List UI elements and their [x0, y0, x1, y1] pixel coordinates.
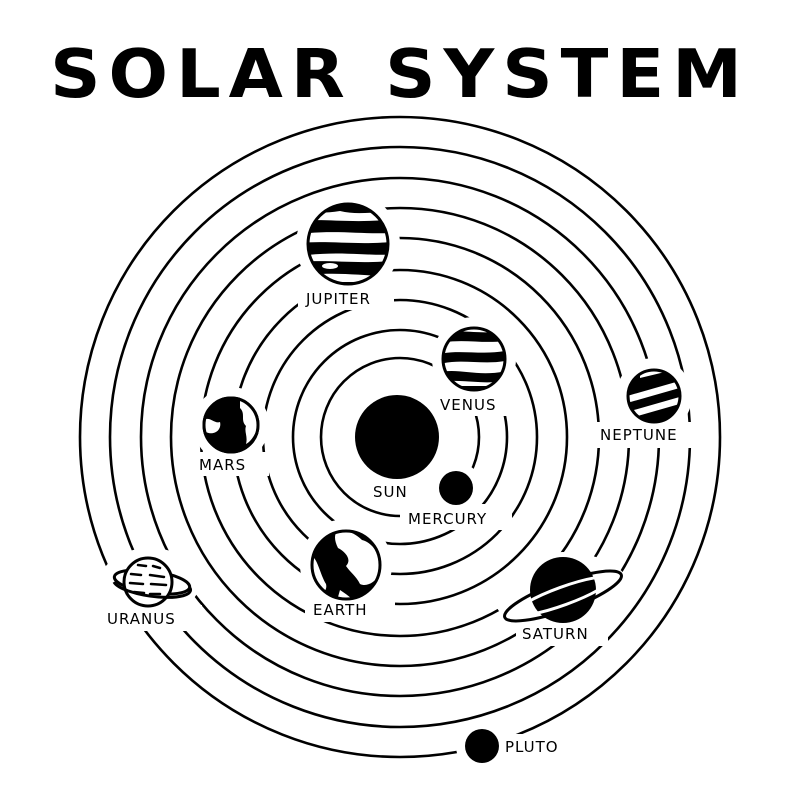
sun-label: SUN: [373, 483, 408, 501]
neptune[interactable]: [620, 360, 690, 424]
uranus-icon: [112, 556, 193, 608]
sun-icon: [355, 395, 439, 479]
pluto-label: PLUTO: [505, 738, 559, 756]
mars[interactable]: [202, 396, 260, 454]
saturn[interactable]: [500, 557, 626, 630]
saturn-icon: [503, 557, 623, 623]
pluto-icon: [465, 729, 499, 763]
venus-label: VENUS: [440, 396, 496, 414]
neptune-icon: [626, 368, 682, 424]
mercury-icon: [439, 471, 473, 505]
jupiter[interactable]: [300, 200, 400, 290]
pluto[interactable]: [465, 729, 499, 763]
uranus-label: URANUS: [107, 610, 176, 628]
mercury[interactable]: [439, 471, 473, 505]
earth-label: EARTH: [313, 601, 368, 619]
jupiter-label: JUPITER: [305, 290, 371, 308]
jupiter-icon: [306, 202, 390, 286]
mars-label: MARS: [199, 456, 246, 474]
orbit-2: [291, 328, 509, 546]
mars-icon: [202, 396, 260, 454]
page-title: SOLAR SYSTEM: [50, 35, 750, 113]
orbit-9: [78, 115, 722, 759]
sun[interactable]: [355, 395, 439, 479]
mercury-label: MERCURY: [408, 510, 487, 528]
neptune-label: NEPTUNE: [600, 426, 678, 444]
uranus[interactable]: [112, 556, 193, 608]
labels: SUN MERCURY VENUS EARTH MARS JUPITER SAT…: [107, 290, 678, 756]
orbit-gaps: [100, 192, 706, 772]
saturn-label: SATURN: [522, 625, 589, 643]
